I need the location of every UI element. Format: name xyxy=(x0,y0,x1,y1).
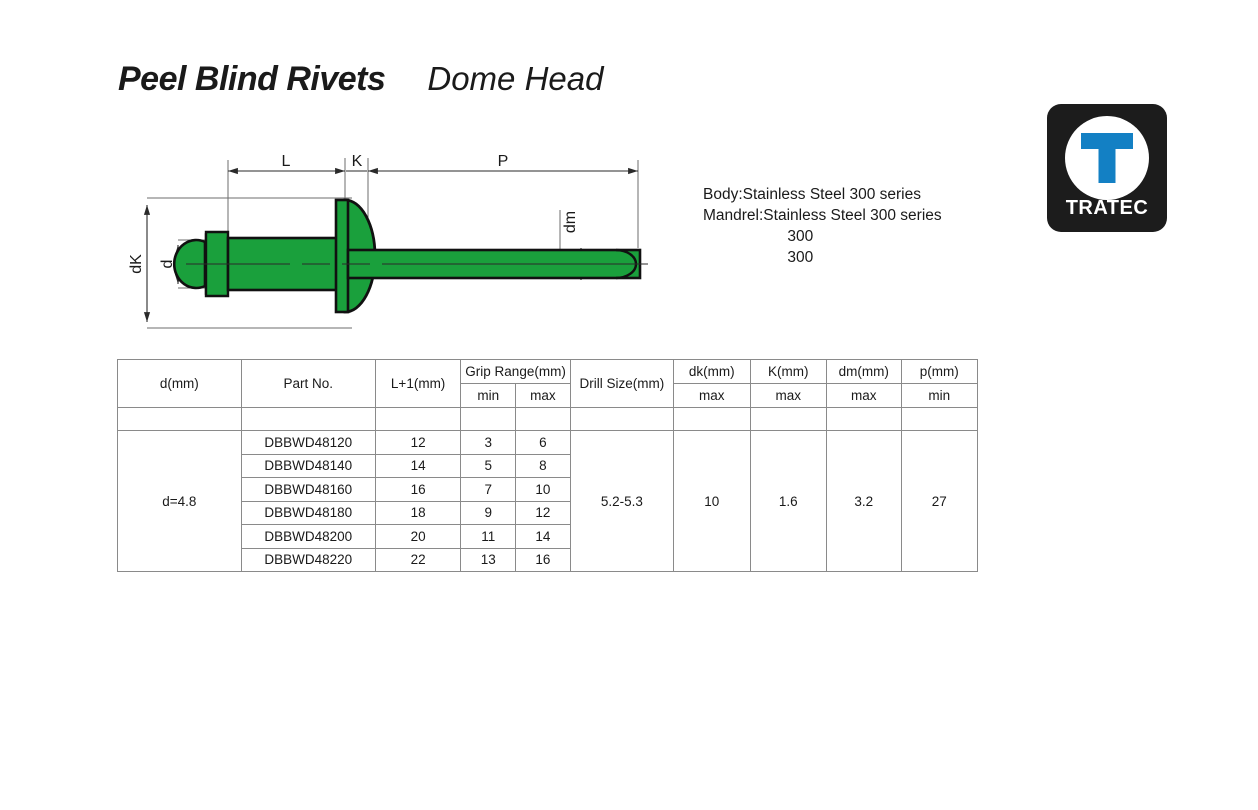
cell-grip-min: 9 xyxy=(460,500,517,525)
header-grip-range: Grip Range(mm) xyxy=(460,359,571,384)
label-K: K xyxy=(352,153,363,170)
label-L: L xyxy=(282,153,291,170)
spacer-cell-p xyxy=(900,407,979,431)
cell-part-no: DBBWD48220 xyxy=(240,547,376,572)
cell-grip-min: 13 xyxy=(460,547,517,572)
spacer-cell-part xyxy=(240,407,376,431)
spec-value-1: 300 xyxy=(787,228,814,245)
header-p: p(mm) xyxy=(900,359,979,384)
label-dm: dm xyxy=(562,211,579,233)
cell-grip-max: 14 xyxy=(515,524,571,549)
cell-grip-max: 12 xyxy=(515,500,571,525)
cell-grip-min: 11 xyxy=(460,524,517,549)
table-row: DBBWD48180 18 9 12 xyxy=(118,500,978,525)
spec-value-2: 300 xyxy=(787,249,814,266)
cell-l-plus-1: 14 xyxy=(374,453,462,478)
spacer-cell-dm xyxy=(825,407,902,431)
table-row: DBBWD48160 16 7 10 xyxy=(118,477,978,502)
label-dK: dK xyxy=(128,254,145,274)
logo-circle xyxy=(1065,116,1149,200)
cell-l-plus-1: 12 xyxy=(374,430,462,455)
dimension-labels: L K P dK d dm xyxy=(128,153,579,274)
material-spec: Body:Stainless Steel 300 series Mandrel:… xyxy=(703,184,942,268)
spacer-cell-dk xyxy=(673,407,751,431)
cell-part-no: DBBWD48160 xyxy=(240,477,376,502)
cell-part-no: DBBWD48120 xyxy=(240,430,376,455)
spacer-cell-d xyxy=(117,407,242,431)
table-row: DBBWD48200 20 11 14 xyxy=(118,524,978,549)
header-part-no: Part No. xyxy=(240,359,376,408)
cell-l-plus-1: 18 xyxy=(374,500,462,525)
cell-p: 27 xyxy=(900,430,979,572)
header-d: d(mm) xyxy=(117,359,242,408)
logo-wordmark: TRATEC xyxy=(1065,197,1149,219)
cell-grip-max: 10 xyxy=(515,477,571,502)
page-title: Peel Blind Rivets Dome Head xyxy=(118,60,603,99)
cell-grip-max: 6 xyxy=(515,430,571,455)
spec-body: Body:Stainless Steel 300 series xyxy=(703,186,921,203)
spec-mandrel: Mandrel:Stainless Steel 300 series xyxy=(703,207,942,224)
cell-part-no: DBBWD48180 xyxy=(240,500,376,525)
table-row: DBBWD48220 22 13 16 xyxy=(118,547,978,572)
table-header-row-1: d(mm) Part No. L+1(mm) Grip Range(mm) Dr… xyxy=(117,359,979,408)
table-row: DBBWD48140 14 5 8 xyxy=(118,453,978,478)
header-dm-sub: max xyxy=(825,383,902,408)
label-P: P xyxy=(498,153,509,170)
header-drill-size: Drill Size(mm) xyxy=(569,359,675,408)
rivet-technical-drawing: L K P dK d dm xyxy=(128,153,648,329)
cell-grip-min: 5 xyxy=(460,453,517,478)
table-spacer-row xyxy=(117,407,979,431)
spacer-cell-l xyxy=(374,407,462,431)
cell-l-plus-1: 16 xyxy=(374,477,462,502)
header-grip-min: min xyxy=(460,383,517,408)
title-subtitle: Dome Head xyxy=(427,60,604,97)
header-dk-sub: max xyxy=(673,383,751,408)
tratec-logo: TRATEC xyxy=(1047,104,1167,232)
cell-part-no: DBBWD48200 xyxy=(240,524,376,549)
spacer-cell-k xyxy=(749,407,827,431)
cell-grip-min: 3 xyxy=(460,430,517,455)
header-k-sub: max xyxy=(749,383,827,408)
rivet-spec-table: d(mm) Part No. L+1(mm) Grip Range(mm) Dr… xyxy=(117,359,979,572)
rivet-illustration xyxy=(172,198,648,314)
header-k: K(mm) xyxy=(749,359,827,384)
table-row: d=4.8 DBBWD48120 12 3 6 5.2-5.3 10 1.6 3… xyxy=(117,430,979,572)
logo-t-mark xyxy=(1081,133,1133,183)
header-l-plus-1: L+1(mm) xyxy=(374,359,462,408)
spacer-cell-gmax xyxy=(515,407,571,431)
cell-grip-max: 16 xyxy=(515,547,571,572)
cell-grip-min: 7 xyxy=(460,477,517,502)
cell-dk: 10 xyxy=(673,430,751,572)
cell-k: 1.6 xyxy=(749,430,827,572)
title-main: Peel Blind Rivets xyxy=(118,60,386,98)
cell-part-no: DBBWD48140 xyxy=(240,453,376,478)
header-grip-max: max xyxy=(515,383,571,408)
cell-l-plus-1: 20 xyxy=(374,524,462,549)
cell-drill-size: 5.2-5.3 xyxy=(569,430,675,572)
cell-d-value: d=4.8 xyxy=(117,430,242,572)
cell-dm: 3.2 xyxy=(825,430,902,572)
logo-t-stem xyxy=(1098,133,1116,183)
spacer-cell-gmin xyxy=(460,407,517,431)
cell-grip-max: 8 xyxy=(515,453,571,478)
header-dk: dk(mm) xyxy=(673,359,751,384)
table-header-row-2: min max max max max min xyxy=(118,383,979,408)
spacer-cell-drill xyxy=(569,407,675,431)
header-p-sub: min xyxy=(900,383,979,408)
cell-l-plus-1: 22 xyxy=(374,547,462,572)
label-d: d xyxy=(159,260,176,269)
header-dm: dm(mm) xyxy=(825,359,902,384)
